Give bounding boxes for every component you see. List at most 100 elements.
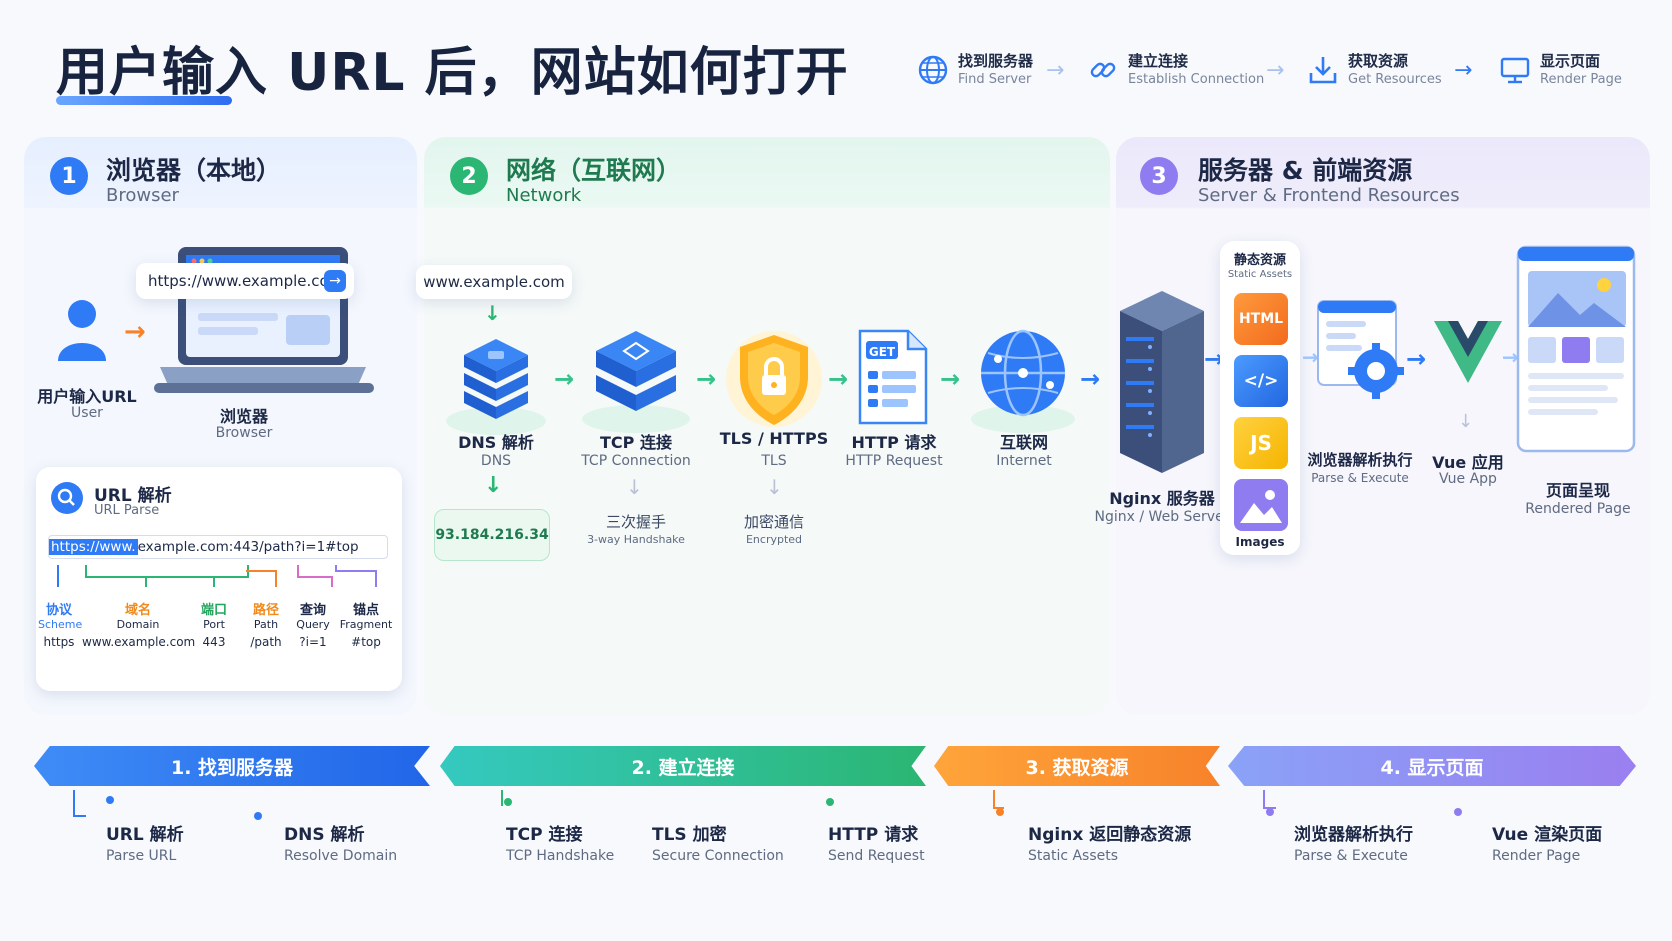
render-label-en: Rendered Page <box>1525 501 1631 517</box>
part-zh: 端口 <box>200 603 227 618</box>
user-label-zh: 用户输入URL <box>37 387 137 406</box>
internet-globe-icon <box>971 329 1075 433</box>
globe-icon <box>918 55 948 85</box>
panel-number: 1 <box>50 157 88 195</box>
header-step-en: Establish Connection <box>1128 72 1265 87</box>
step-label-en: Internet <box>996 453 1052 469</box>
part-en: Port <box>203 618 225 631</box>
step-label-en: HTTP Request <box>845 453 943 469</box>
part-val: /path <box>250 635 282 649</box>
part-val: https <box>43 635 75 649</box>
panel-title: 浏览器（本地） <box>106 156 282 185</box>
http-request-icon <box>858 329 928 425</box>
url-bracket-lines <box>57 565 377 587</box>
encrypt-en: Encrypted <box>745 533 803 546</box>
part-val: ?i=1 <box>299 635 327 649</box>
step-label-zh: 互联网 <box>999 433 1048 452</box>
render-label-zh: 页面呈现 <box>1545 481 1610 500</box>
timeline-item-zh: DNS 解析 <box>284 825 365 845</box>
header-step-establish: 建立连接 Establish Connection <box>1086 46 1264 94</box>
part-val: www.example.com <box>82 635 196 649</box>
header-step-en: Render Page <box>1540 72 1622 87</box>
part-val: 443 <box>202 635 226 649</box>
browser-parse-icon <box>1317 300 1404 399</box>
rendered-page-icon <box>1516 245 1636 453</box>
handshake-en: 3-way Handshake <box>587 533 685 546</box>
step-label-zh: TLS / HTTPS <box>719 429 829 448</box>
link-icon <box>1090 62 1116 78</box>
flow-arrow: → <box>1080 365 1101 393</box>
timeline-item-zh: TLS 加密 <box>652 825 727 845</box>
nginx-label-zh: Nginx 服务器 <box>1109 489 1215 508</box>
part-en: Query <box>296 618 330 631</box>
browser-label-en: Browser <box>215 425 273 441</box>
timeline-item-en: Static Assets <box>1028 848 1119 864</box>
assets-subtitle: Static Assets <box>1227 269 1293 280</box>
header-arrow: → <box>1046 58 1065 83</box>
part-zh: 域名 <box>124 603 151 618</box>
part-zh: 查询 <box>299 603 326 618</box>
panel-subtitle: Network <box>506 185 582 206</box>
header-step-find-server: 找到服务器 Find Server <box>916 46 1033 94</box>
timeline-item-zh: TCP 连接 <box>506 825 583 845</box>
phase-banner-4: 4. 显示页面 <box>1228 746 1636 786</box>
timeline-item-zh: 浏览器解析执行 <box>1294 825 1413 845</box>
header-step-zh: 显示页面 <box>1540 52 1601 70</box>
part-val: #top <box>351 635 381 649</box>
header-step-en: Find Server <box>958 72 1032 87</box>
header-arrow: → <box>1266 58 1285 83</box>
part-zh: 路径 <box>252 603 279 618</box>
url-scheme-highlight: https://www. <box>49 539 138 555</box>
down-arrow-icon: ↓ <box>484 301 501 325</box>
flow-arrow: → <box>828 365 849 393</box>
header-step-zh: 建立连接 <box>1128 52 1189 70</box>
down-arrow-icon: ↓ <box>1458 411 1474 432</box>
url-parse-card: URL 解析 URL Parse https://www.example.com… <box>36 467 402 691</box>
title-underline <box>56 96 232 105</box>
step-label-zh: DNS 解析 <box>458 433 534 452</box>
get-label: GET <box>868 345 896 359</box>
header-step-zh: 找到服务器 <box>958 52 1034 70</box>
tcp-server-icon <box>582 331 690 433</box>
dns-query-bubble: www.example.com <box>416 265 572 299</box>
go-icon[interactable]: → <box>324 270 346 292</box>
download-icon <box>1309 57 1337 84</box>
html-file-icon: HTML <box>1234 293 1288 345</box>
step-label-en: TCP Connection <box>581 453 691 469</box>
vue-label-zh: Vue 应用 <box>1432 453 1504 472</box>
shield-lock-icon <box>726 331 822 427</box>
flow-arrow: → <box>1302 345 1319 369</box>
part-en: Path <box>253 618 279 631</box>
part-en: Fragment <box>339 618 393 631</box>
url-bubble[interactable]: https://www.example.com → <box>136 263 354 299</box>
dns-server-icon <box>446 339 546 435</box>
url-parse-field[interactable]: https://www.example.com:443/path?i=1#top <box>48 535 388 559</box>
parse-label-zh: 浏览器解析执行 <box>1307 451 1413 469</box>
timeline-item: Nginx 返回静态资源 Static Assets <box>1028 820 1191 864</box>
phase-banner-1: 1. 找到服务器 <box>34 746 430 786</box>
panel-subtitle: Browser <box>106 185 179 206</box>
vue-label-en: Vue App <box>1439 471 1497 487</box>
timeline-item-en: Render Page <box>1492 848 1581 864</box>
flow-arrow: → <box>1502 345 1519 369</box>
user-icon <box>58 300 106 361</box>
flow-arrow: → <box>1406 345 1427 373</box>
panel-subtitle: Server & Frontend Resources <box>1198 185 1460 206</box>
part-en: Scheme <box>38 618 83 631</box>
url-parse-title: URL 解析 <box>94 486 172 506</box>
timeline-item-zh: Nginx 返回静态资源 <box>1028 825 1192 845</box>
header-arrow: → <box>1454 58 1473 83</box>
image-file-icon <box>1234 479 1288 531</box>
images-label: Images <box>1235 535 1285 549</box>
panel-server: 3 服务器 & 前端资源 Server & Frontend Resources… <box>1095 137 1650 715</box>
